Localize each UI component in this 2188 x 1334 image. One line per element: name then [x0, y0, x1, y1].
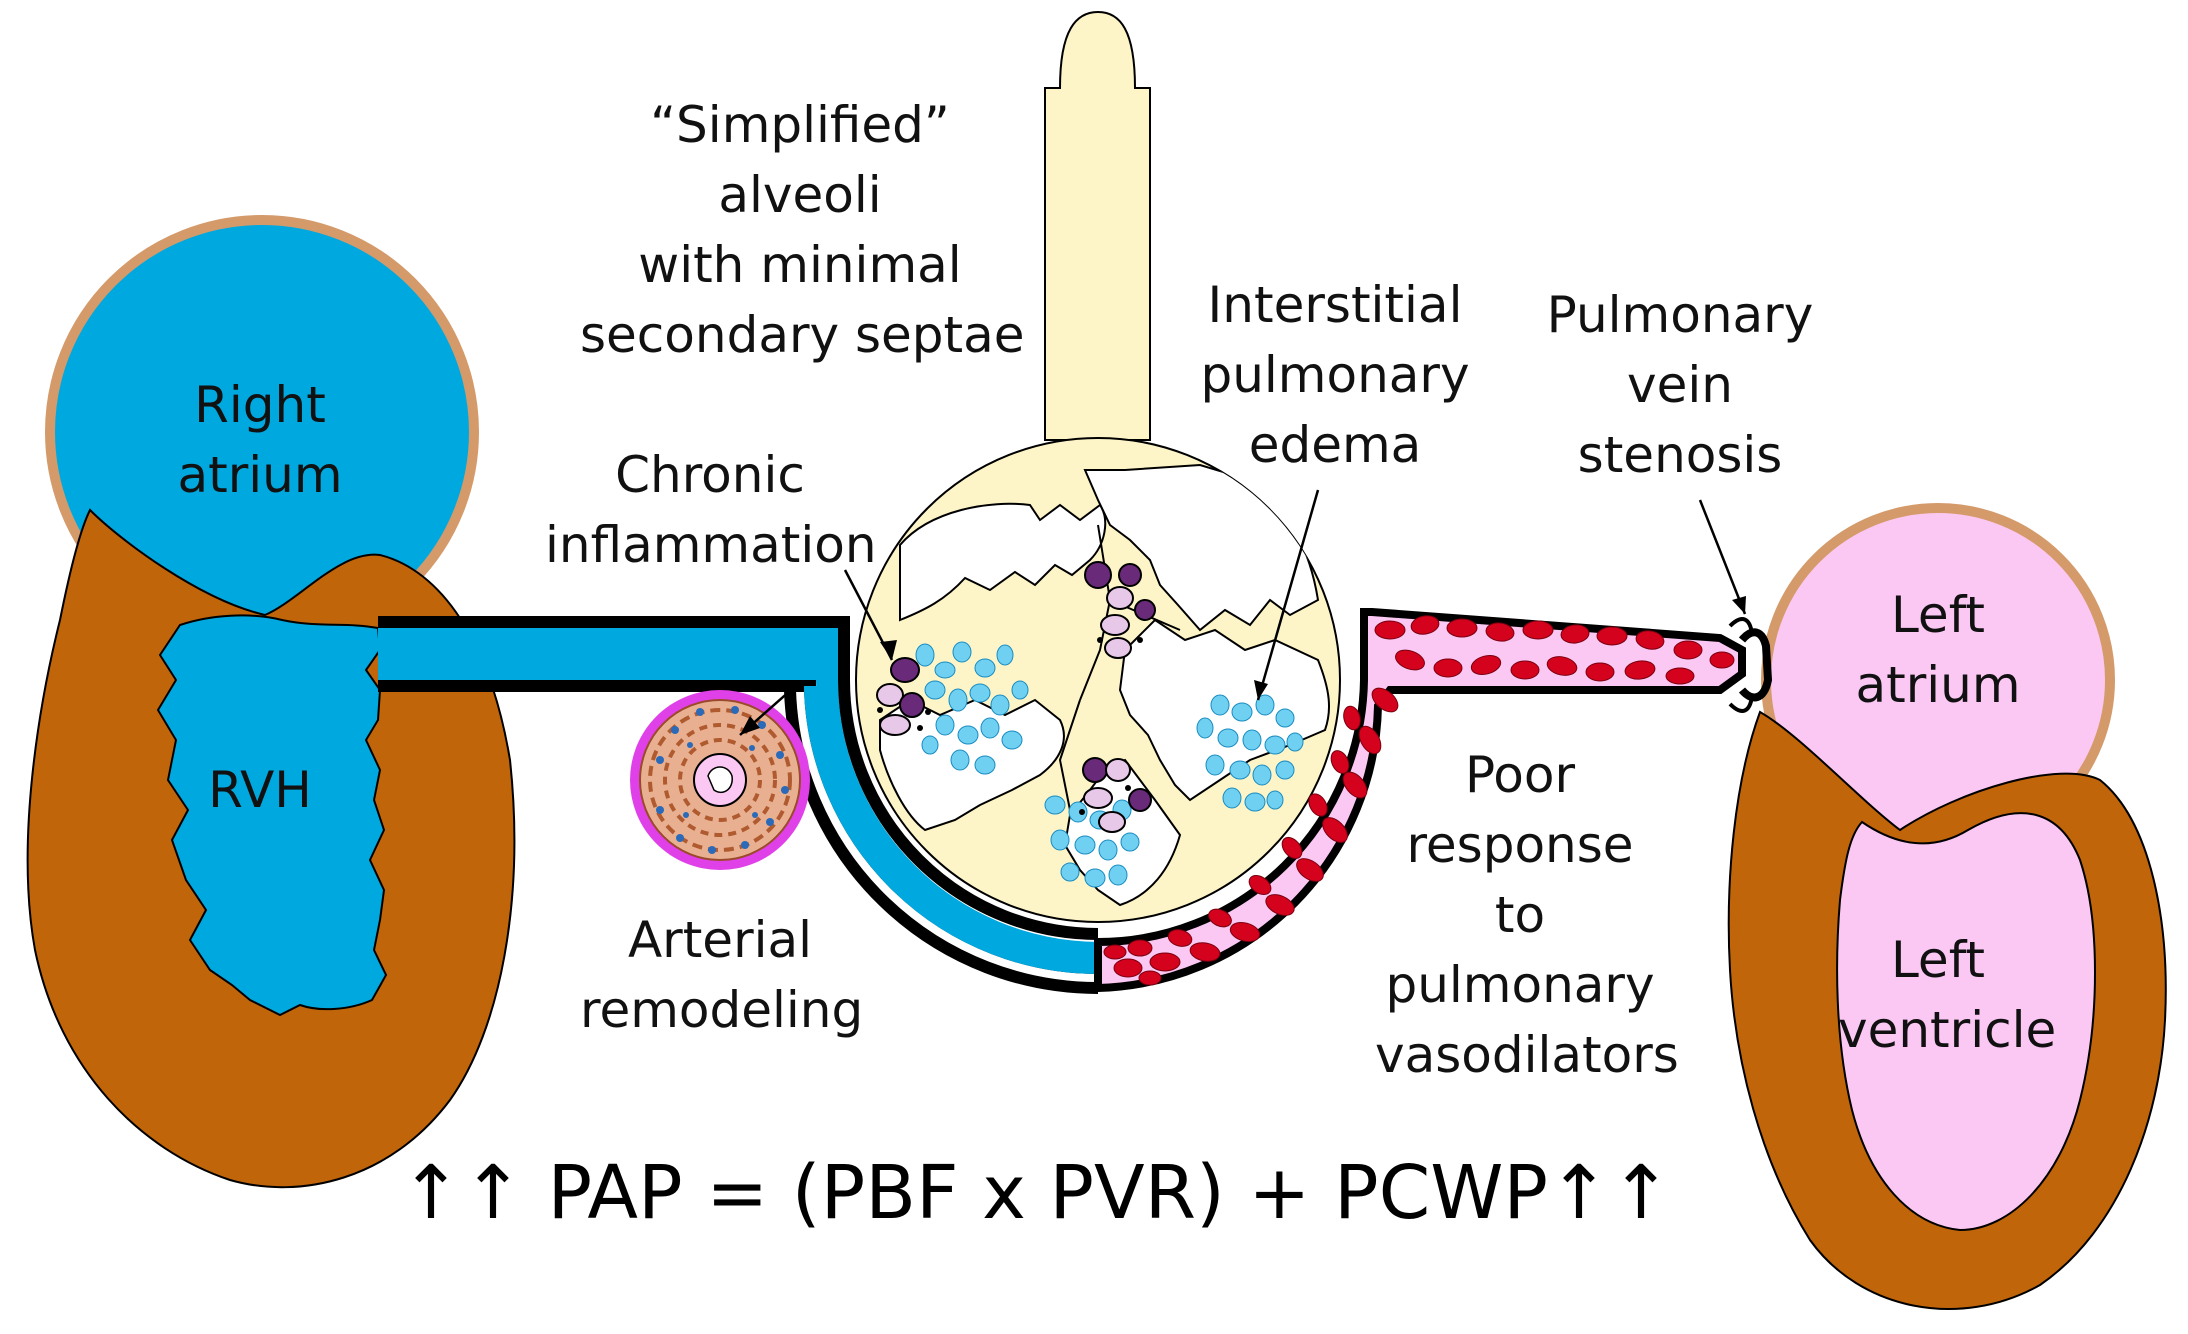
label-right-atrium: Right atrium [177, 376, 343, 504]
label-left-atrium: Left atrium [1855, 586, 2021, 714]
left-heart [1727, 503, 2167, 1311]
label-rvh: RVH [208, 761, 312, 819]
label-chronic-inflammation: Chronic inflammation [545, 446, 877, 574]
pulmonary-artery-vessel [378, 628, 1098, 962]
alveolus [855, 437, 1341, 923]
arrow-vein-stenosis [1698, 499, 1747, 615]
red-blood-cells [1103, 615, 1735, 986]
airway-tube [1044, 10, 1151, 441]
air-space-top [899, 502, 1107, 622]
right-heart [26, 215, 516, 1189]
label-interstitial-edema: Interstitial pulmonary edema [1200, 276, 1470, 474]
airway [1044, 10, 1151, 441]
label-left-ventricle: Left ventricle [1838, 931, 2057, 1059]
label-pulmonary-vein-stenosis: Pulmonary vein stenosis [1546, 286, 1814, 484]
inflammatory-cells-left [876, 657, 931, 736]
edema-cluster-left [915, 641, 1029, 775]
pulmonary-vein [1094, 608, 1746, 993]
arrow-interstitial-edema [1256, 489, 1320, 701]
label-poor-response: Poor response to pulmonary vasodilators [1375, 746, 1679, 1084]
pressure-equation: ↑↑ PAP = (PBF x PVR) + PCWP↑↑ [400, 1150, 1673, 1236]
pulmonary-artery-wall-outer [378, 616, 1099, 940]
right-ventricle-cavity [156, 614, 388, 1017]
edema-cluster-right [1196, 694, 1304, 812]
inflammatory-cells-top [1084, 561, 1156, 659]
inflammatory-cells-bottom [1079, 757, 1152, 833]
label-arterial-remodeling: Arterial remodeling [580, 911, 864, 1039]
arterial-remodeling-cross-section [630, 690, 810, 870]
vein-stenosis-constriction [1728, 617, 1773, 713]
arrowheads [740, 596, 1746, 735]
left-ventricle-cavity [1836, 812, 2096, 1232]
label-simplified-alveoli: “Simplified” alveoli with minimal second… [580, 96, 1025, 364]
